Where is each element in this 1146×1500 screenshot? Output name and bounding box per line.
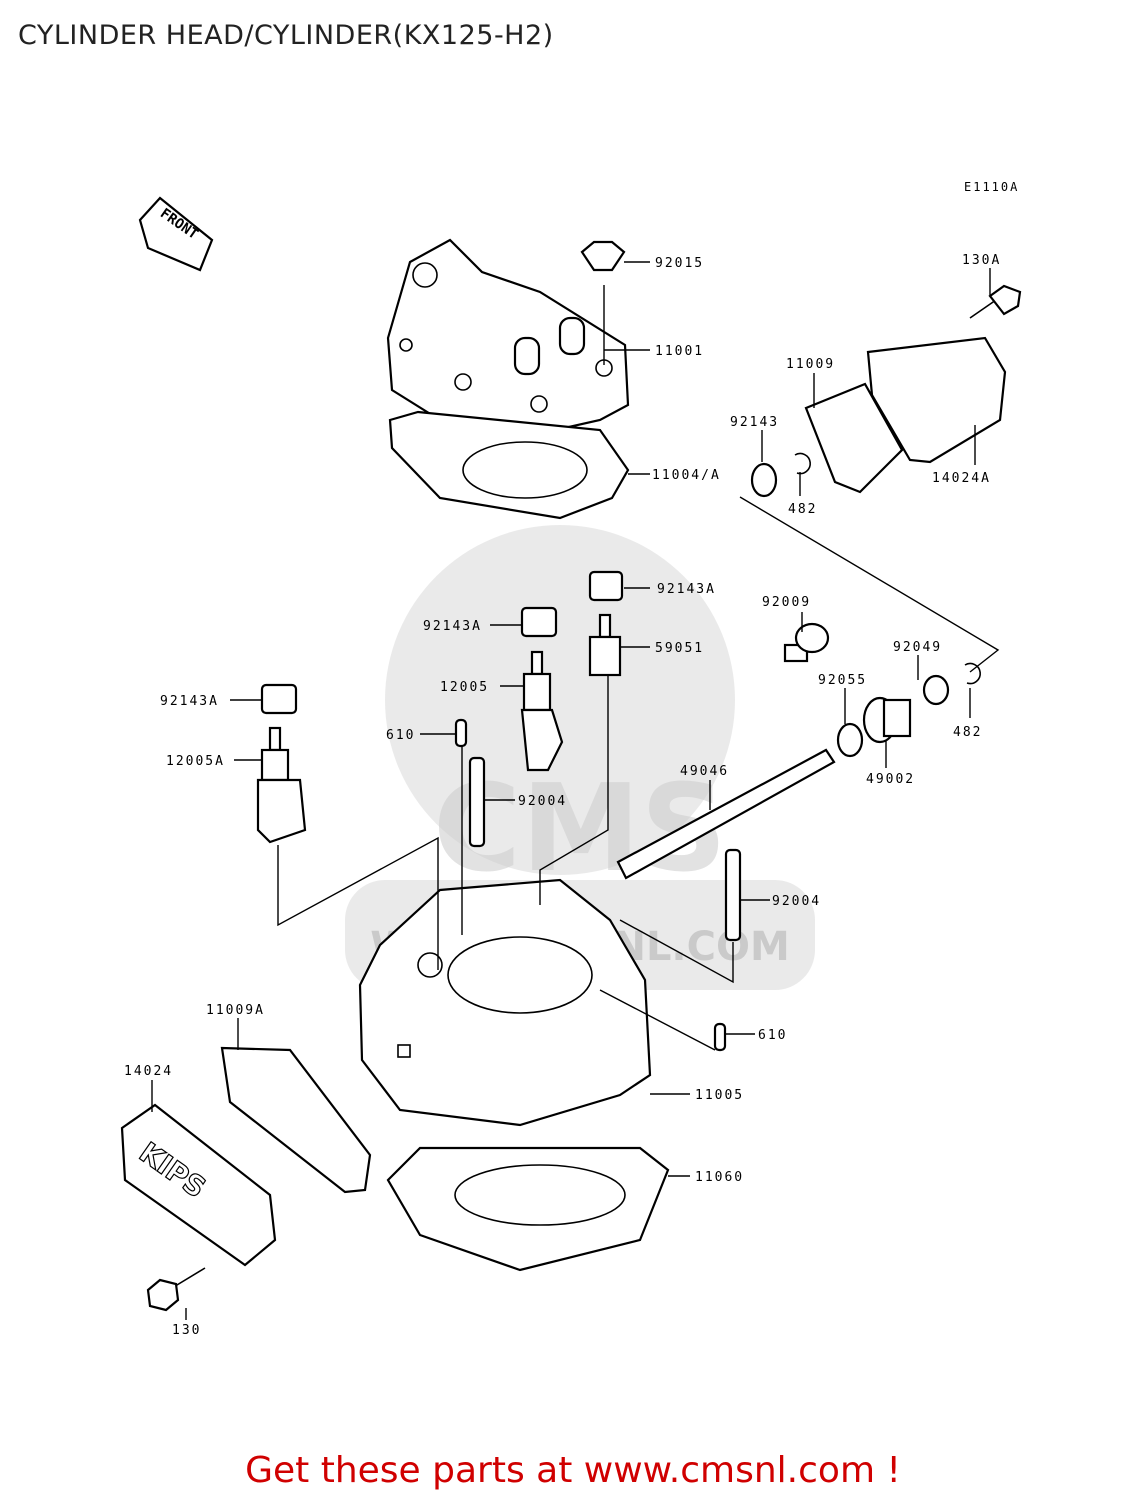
- grommet-92143a-top: [588, 570, 624, 602]
- valve-12005a: [256, 726, 307, 844]
- bearing-92049: [922, 674, 950, 706]
- label-11009a: 11009A: [206, 1003, 265, 1018]
- grommet-92143a-mid: [520, 606, 558, 638]
- label-610-bottom: 610: [758, 1028, 787, 1043]
- label-11001: 11001: [655, 344, 704, 359]
- footer-link[interactable]: Get these parts at www.cmsnl.com !: [245, 1450, 901, 1491]
- head-gasket: [388, 410, 630, 520]
- label-130: 130: [172, 1323, 201, 1338]
- label-610-top: 610: [386, 728, 415, 743]
- label-92143a-mid: 92143A: [423, 619, 482, 634]
- parts-diagram: CMS WWW.CMSNL.COM FRONT: [120, 196, 1022, 1338]
- label-92015: 92015: [655, 256, 704, 271]
- grommet-92143: [750, 462, 778, 498]
- leader-lines: [151, 261, 1000, 1320]
- stud-92004-left: [468, 756, 486, 848]
- label-14024: 14024: [124, 1064, 173, 1079]
- label-12005a: 12005A: [166, 754, 225, 769]
- label-92049: 92049: [893, 640, 942, 655]
- label-482-bottom: 482: [953, 725, 982, 740]
- label-11009: 11009: [786, 357, 835, 372]
- dowel-610-top: [454, 718, 468, 748]
- label-92009: 92009: [762, 595, 811, 610]
- label-482-top: 482: [788, 502, 817, 517]
- grommet-92143a-left: [260, 683, 298, 715]
- bolt-92009: [783, 622, 830, 663]
- label-92055: 92055: [818, 673, 867, 688]
- label-49002: 49002: [866, 772, 915, 787]
- gasket-11009: [804, 382, 904, 494]
- valve-12005: [520, 650, 564, 772]
- label-92004-left: 92004: [518, 794, 567, 809]
- label-11060: 11060: [695, 1170, 744, 1185]
- part-labels: 92015 11001 11004/A 130A 11009 92143 482…: [124, 253, 1001, 1338]
- label-92004-right: 92004: [772, 894, 821, 909]
- label-92143a-left: 92143A: [160, 694, 219, 709]
- label-11005: 11005: [695, 1088, 744, 1103]
- clip-482-bottom: [964, 662, 981, 685]
- cylinder-head: [386, 238, 630, 440]
- cylinder-11005: [358, 878, 652, 1127]
- cover-14024: KIPS: [120, 1103, 277, 1267]
- clip-482-top: [794, 452, 811, 475]
- nut-92015: [580, 240, 626, 272]
- front-arrow-icon: FRONT: [138, 196, 214, 272]
- label-92143: 92143: [730, 415, 779, 430]
- o-ring-92055: [836, 722, 864, 758]
- label-130a: 130A: [962, 253, 1001, 268]
- gear-59051: [588, 613, 622, 677]
- label-11004a: 11004/A: [652, 468, 721, 483]
- label-59051: 59051: [655, 641, 704, 656]
- bolt-130a: [969, 284, 1022, 319]
- rod-49046: [616, 748, 836, 880]
- bolt-130: [146, 1267, 206, 1312]
- label-92143a-top: 92143A: [657, 582, 716, 597]
- gasket-11009a: [220, 1046, 372, 1194]
- diagram-code: E1110A: [964, 180, 1020, 194]
- dowel-610-bottom: [713, 1022, 727, 1052]
- label-12005: 12005: [440, 680, 489, 695]
- stud-92004-right: [724, 848, 742, 942]
- label-49046: 49046: [680, 764, 729, 779]
- base-gasket-11060: [386, 1146, 670, 1272]
- page-title: CYLINDER HEAD/CYLINDER(KX125-H2): [18, 20, 554, 51]
- label-14024a: 14024A: [932, 471, 991, 486]
- holder-49002: [862, 696, 912, 744]
